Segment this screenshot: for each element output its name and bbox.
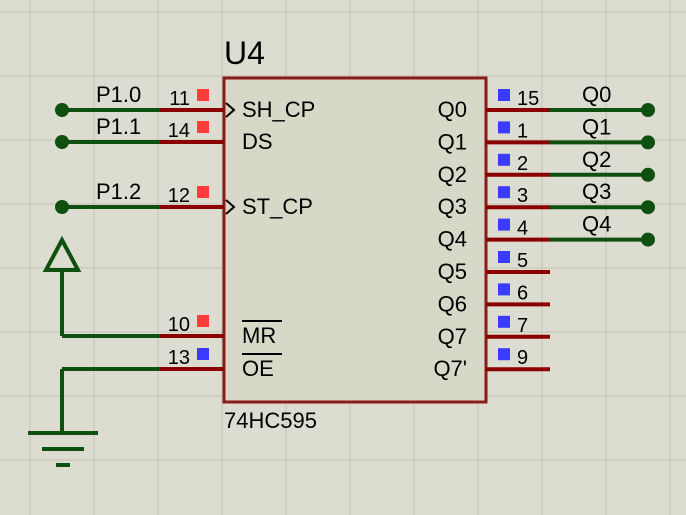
pin-number: 10 bbox=[168, 314, 190, 336]
pin-name: Q7' bbox=[433, 356, 467, 381]
pin-ds[interactable]: 14 DS P1.1 bbox=[55, 114, 273, 154]
net-label: Q4 bbox=[582, 212, 611, 237]
pin-q5[interactable]: 5 Q5 bbox=[438, 250, 550, 284]
pin-name: MR bbox=[242, 323, 276, 348]
logic-state-indicator bbox=[197, 186, 209, 198]
pin-q6[interactable]: 6 Q6 bbox=[438, 282, 550, 316]
pin-number: 11 bbox=[169, 88, 190, 110]
logic-state-indicator bbox=[498, 283, 510, 296]
clock-icon bbox=[225, 102, 236, 118]
ground-terminal-icon[interactable] bbox=[28, 367, 160, 467]
power-terminal-icon[interactable] bbox=[42, 235, 160, 338]
logic-state-indicator bbox=[498, 251, 510, 263]
net-label: P1.0 bbox=[96, 82, 141, 107]
pin-number: 5 bbox=[517, 250, 528, 272]
net-terminal[interactable] bbox=[641, 232, 655, 247]
pin-sh-cp[interactable]: 11 SH_CP P1.0 bbox=[55, 82, 315, 122]
pin-number: 14 bbox=[168, 120, 190, 142]
logic-state-indicator bbox=[498, 89, 510, 101]
pin-name: OE bbox=[242, 356, 274, 381]
net-terminal[interactable] bbox=[641, 103, 655, 117]
chip-body[interactable] bbox=[222, 76, 488, 404]
net-terminal[interactable] bbox=[55, 135, 69, 149]
net-terminal[interactable] bbox=[55, 103, 69, 117]
pin-number: 2 bbox=[517, 153, 528, 175]
pin-number: 12 bbox=[168, 185, 190, 207]
pin-name: Q0 bbox=[438, 97, 467, 122]
pin-q7-[interactable]: 9 Q7' bbox=[433, 347, 550, 381]
pin-number: 4 bbox=[517, 218, 528, 240]
pin-number: 7 bbox=[517, 315, 528, 337]
net-label: Q2 bbox=[582, 147, 611, 172]
pin-number: 6 bbox=[517, 282, 528, 304]
net-label: Q0 bbox=[582, 82, 611, 107]
pin-q7[interactable]: 7 Q7 bbox=[438, 315, 550, 349]
logic-state-indicator bbox=[498, 153, 510, 166]
logic-state-indicator bbox=[498, 348, 510, 361]
left-pins: 11 SH_CP P1.0 14 DS P1.1 12 ST_CP P1.2 10 MR 13 OE bbox=[55, 82, 315, 381]
net-label: Q3 bbox=[582, 179, 611, 204]
pin-name: SH_CP bbox=[242, 97, 315, 122]
net-label: Q1 bbox=[582, 114, 611, 139]
pin-name: ST_CP bbox=[242, 194, 313, 219]
logic-state-indicator bbox=[197, 315, 209, 327]
logic-state-indicator bbox=[197, 89, 209, 101]
pin-st-cp[interactable]: 12 ST_CP P1.2 bbox=[55, 179, 313, 219]
component-ref: U4 bbox=[224, 35, 265, 71]
pin-mr[interactable]: 10 MR bbox=[160, 314, 282, 348]
pin-number: 13 bbox=[168, 347, 190, 369]
pin-oe[interactable]: 13 OE bbox=[160, 347, 282, 381]
net-terminal[interactable] bbox=[55, 200, 69, 214]
logic-state-indicator bbox=[498, 315, 510, 328]
logic-state-indicator bbox=[498, 186, 510, 199]
logic-state-indicator bbox=[197, 348, 209, 360]
net-terminal[interactable] bbox=[641, 135, 655, 150]
logic-state-indicator bbox=[498, 218, 510, 231]
pin-number: 1 bbox=[517, 120, 528, 142]
pin-number: 15 bbox=[517, 88, 539, 110]
logic-state-indicator bbox=[498, 121, 510, 134]
pin-name: Q6 bbox=[438, 291, 467, 316]
pin-name: Q2 bbox=[438, 162, 467, 187]
clock-icon bbox=[225, 199, 236, 215]
net-terminal[interactable] bbox=[641, 200, 655, 215]
logic-state-indicator bbox=[197, 121, 209, 133]
pin-name: Q7 bbox=[438, 324, 467, 349]
component-part: 74HC595 bbox=[224, 408, 317, 433]
pin-name: Q5 bbox=[438, 259, 467, 284]
net-label: P1.2 bbox=[96, 179, 141, 204]
pin-number: 3 bbox=[517, 185, 528, 207]
pin-name: Q4 bbox=[438, 227, 467, 252]
net-label: P1.1 bbox=[96, 114, 141, 139]
pin-name: Q1 bbox=[438, 129, 467, 154]
net-terminal[interactable] bbox=[641, 167, 655, 182]
pin-name: Q3 bbox=[438, 194, 467, 219]
pin-name: DS bbox=[242, 129, 273, 154]
pin-number: 9 bbox=[517, 347, 528, 369]
